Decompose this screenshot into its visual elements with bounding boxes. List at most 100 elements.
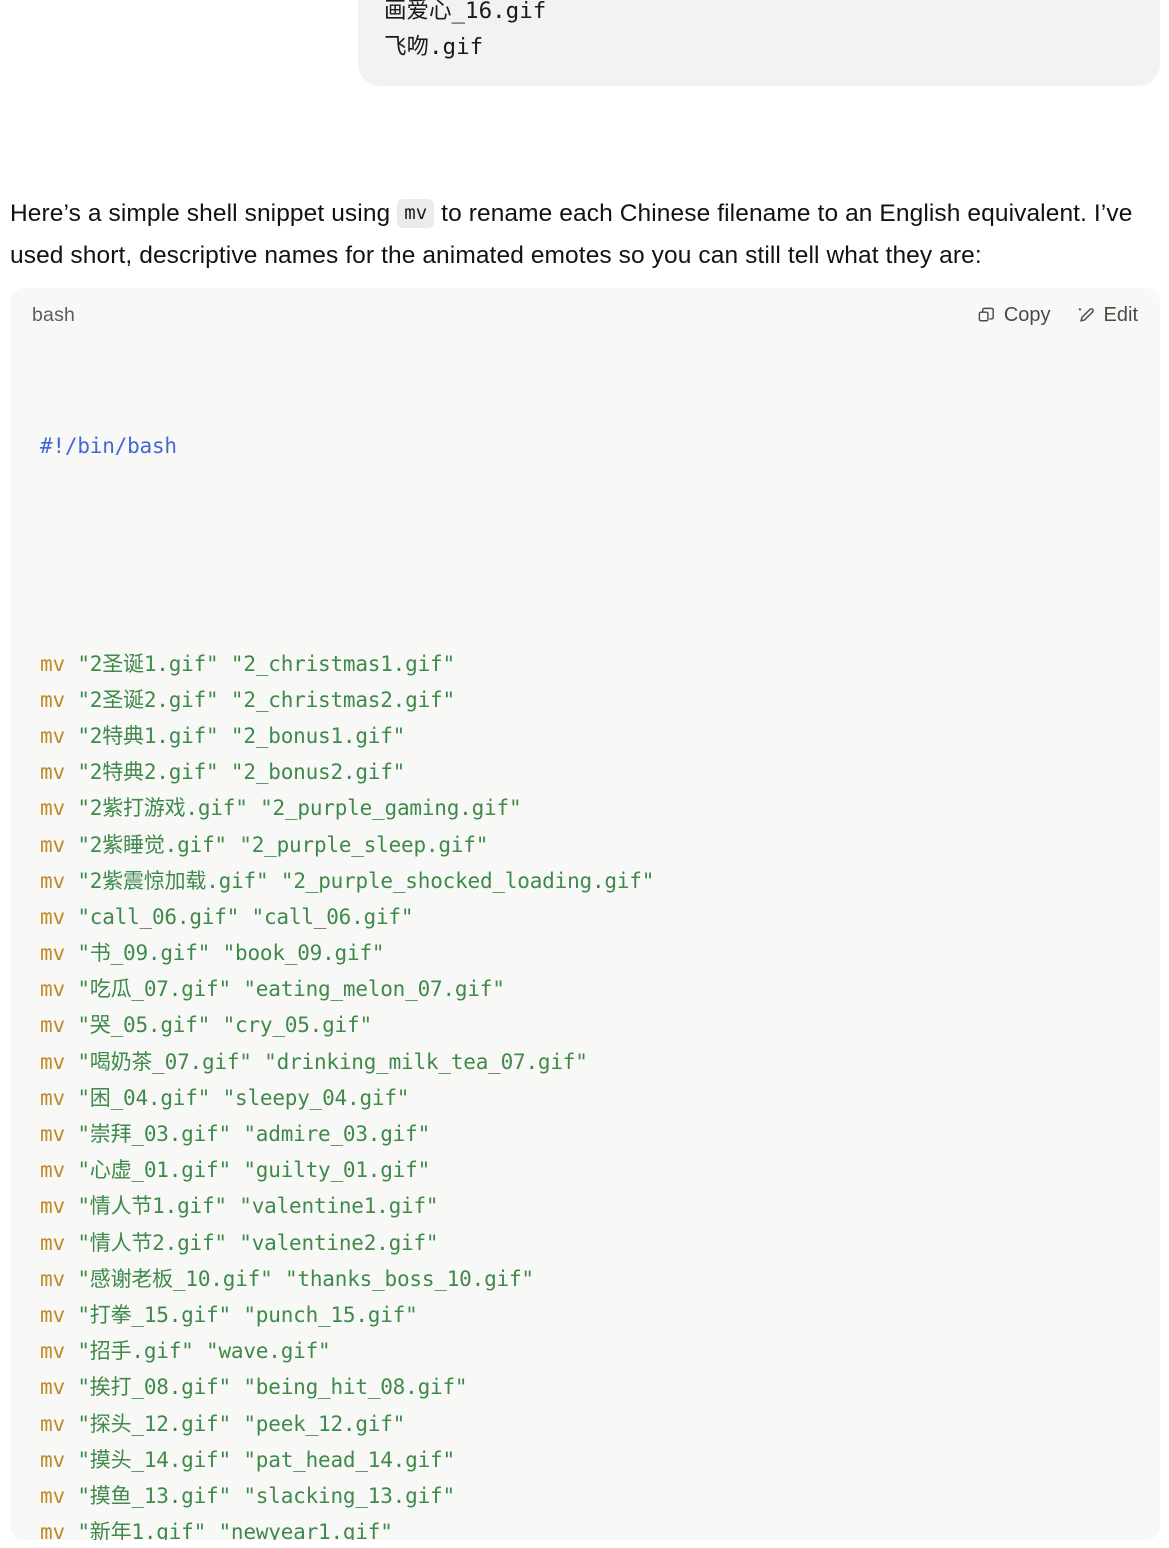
source-filename-token: "2特典1.gif" — [64, 723, 219, 748]
mv-command-token: mv — [40, 1013, 65, 1038]
code-line-mv: mv "挨打_08.gif" "being_hit_08.gif" — [40, 1369, 1160, 1405]
target-filename-token: "2_christmas2.gif" — [218, 687, 455, 712]
source-filename-token: "2紫震惊加载.gif" — [64, 868, 269, 893]
mv-command-token: mv — [40, 1375, 65, 1400]
target-filename-token: "drinking_milk_tea_07.gif" — [251, 1049, 588, 1074]
code-line-mv: mv "2紫打游戏.gif" "2_purple_gaming.gif" — [40, 790, 1160, 826]
mv-command-token: mv — [40, 651, 65, 676]
mv-command-token: mv — [40, 1520, 65, 1540]
code-line-mv: mv "吃瓜_07.gif" "eating_melon_07.gif" — [40, 971, 1160, 1007]
target-filename-token: "thanks_boss_10.gif" — [272, 1266, 534, 1291]
source-filename-token: "崇拜_03.gif" — [64, 1122, 231, 1147]
source-filename-token: "2紫睡觉.gif" — [64, 832, 227, 857]
code-content[interactable]: #!/bin/bash mv "2圣诞1.gif" "2_christmas1.… — [10, 342, 1160, 1540]
source-filename-token: "新年1.gif" — [64, 1520, 207, 1540]
code-line-mv: mv "喝奶茶_07.gif" "drinking_milk_tea_07.gi… — [40, 1044, 1160, 1080]
target-filename-token: "sleepy_04.gif" — [210, 1085, 410, 1110]
target-filename-token: "2_purple_gaming.gif" — [247, 796, 522, 821]
code-line-mv: mv "情人节2.gif" "valentine2.gif" — [40, 1225, 1160, 1261]
source-filename-token: "2紫打游戏.gif" — [64, 796, 248, 821]
code-line-mv: mv "2圣诞1.gif" "2_christmas1.gif" — [40, 646, 1160, 682]
code-line-mv: mv "2特典2.gif" "2_bonus2.gif" — [40, 754, 1160, 790]
target-filename-token: "valentine2.gif" — [226, 1230, 439, 1255]
code-block: bash Copy Edit — [10, 288, 1160, 1540]
target-filename-token: "2_bonus2.gif" — [218, 760, 406, 785]
edit-button[interactable]: Edit — [1077, 304, 1138, 327]
mv-command-token: mv — [40, 1447, 65, 1472]
target-filename-token: "punch_15.gif" — [230, 1302, 418, 1327]
target-filename-token: "valentine1.gif" — [226, 1194, 439, 1219]
target-filename-token: "peek_12.gif" — [230, 1411, 406, 1436]
copy-icon — [977, 306, 996, 325]
code-line-mv: mv "感谢老板_10.gif" "thanks_boss_10.gif" — [40, 1261, 1160, 1297]
source-filename-token: "情人节1.gif" — [64, 1194, 227, 1219]
target-filename-token: "newyear1.gif" — [206, 1520, 393, 1540]
source-filename-token: "困_04.gif" — [64, 1085, 211, 1110]
paragraph-text-after-code: to rename each Chinese filename to an En… — [10, 200, 1133, 269]
code-block-header: bash Copy Edit — [10, 288, 1160, 342]
mv-command-token: mv — [40, 1085, 65, 1110]
mv-command-token: mv — [40, 1266, 65, 1291]
paragraph-text-before-code: Here’s a simple shell snippet using — [10, 200, 398, 227]
mv-command-token: mv — [40, 1194, 65, 1219]
target-filename-token: "2_purple_sleep.gif" — [226, 832, 489, 857]
inline-code-mv: mv — [397, 199, 435, 228]
target-filename-token: "slacking_13.gif" — [230, 1483, 455, 1508]
code-line-list: mv "2圣诞1.gif" "2_christmas1.gif"mv "2圣诞2… — [40, 646, 1160, 1540]
target-filename-token: "being_hit_08.gif" — [230, 1375, 468, 1400]
source-filename-token: "call_06.gif" — [64, 904, 240, 929]
mv-command-token: mv — [40, 687, 65, 712]
code-line-mv: mv "新年1.gif" "newyear1.gif" — [40, 1514, 1160, 1540]
code-line-mv: mv "2特典1.gif" "2_bonus1.gif" — [40, 718, 1160, 754]
source-filename-token: "挨打_08.gif" — [64, 1375, 231, 1400]
code-line-blank — [40, 537, 1160, 573]
code-line-mv: mv "困_04.gif" "sleepy_04.gif" — [40, 1080, 1160, 1116]
code-line-mv: mv "书_09.gif" "book_09.gif" — [40, 935, 1160, 971]
mv-command-token: mv — [40, 832, 65, 857]
mv-command-token: mv — [40, 941, 65, 966]
pencil-sparkle-icon — [1077, 306, 1096, 325]
target-filename-token: "admire_03.gif" — [230, 1122, 431, 1147]
mv-command-token: mv — [40, 760, 65, 785]
code-line-mv: mv "摸头_14.gif" "pat_head_14.gif" — [40, 1442, 1160, 1478]
source-filename-token: "心虚_01.gif" — [64, 1158, 231, 1183]
mv-command-token: mv — [40, 796, 65, 821]
target-filename-token: "call_06.gif" — [239, 904, 414, 929]
code-line-mv: mv "摸鱼_13.gif" "slacking_13.gif" — [40, 1478, 1160, 1514]
shebang-text: #!/bin/bash — [40, 434, 177, 459]
source-filename-token: "吃瓜_07.gif" — [64, 977, 231, 1002]
source-filename-token: "哭_05.gif" — [64, 1013, 211, 1038]
mv-command-token: mv — [40, 1302, 65, 1327]
source-filename-token: "2圣诞1.gif" — [64, 651, 219, 676]
file-name: 飞吻.gif — [384, 34, 484, 60]
target-filename-token: "cry_05.gif" — [210, 1013, 373, 1038]
source-filename-token: "探头_12.gif" — [64, 1411, 231, 1436]
mv-command-token: mv — [40, 1158, 65, 1183]
copy-button[interactable]: Copy — [977, 304, 1051, 327]
source-filename-token: "书_09.gif" — [64, 941, 211, 966]
code-line-mv: mv "打拳_15.gif" "punch_15.gif" — [40, 1297, 1160, 1333]
source-filename-token: "2圣诞2.gif" — [64, 687, 219, 712]
source-filename-token: "感谢老板_10.gif" — [64, 1266, 273, 1291]
mv-command-token: mv — [40, 1230, 65, 1255]
mv-command-token: mv — [40, 904, 65, 929]
mv-command-token: mv — [40, 1483, 65, 1508]
code-line-mv: mv "心虚_01.gif" "guilty_01.gif" — [40, 1152, 1160, 1188]
source-filename-token: "情人节2.gif" — [64, 1230, 227, 1255]
code-line-mv: mv "2圣诞2.gif" "2_christmas2.gif" — [40, 682, 1160, 718]
code-line-shebang: #!/bin/bash — [40, 428, 1160, 464]
edit-label: Edit — [1103, 303, 1138, 326]
target-filename-token: "2_christmas1.gif" — [218, 651, 455, 676]
source-filename-token: "打拳_15.gif" — [64, 1302, 231, 1327]
code-language-label: bash — [32, 303, 76, 326]
target-filename-token: "2_bonus1.gif" — [218, 723, 406, 748]
code-line-mv: mv "探头_12.gif" "peek_12.gif" — [40, 1406, 1160, 1442]
user-message-bubble: 生气_02.gif 画爱心_16.gif 飞吻.gif — [358, 0, 1160, 86]
code-line-mv: mv "2紫睡觉.gif" "2_purple_sleep.gif" — [40, 827, 1160, 863]
target-filename-token: "guilty_01.gif" — [230, 1158, 431, 1183]
mv-command-token: mv — [40, 723, 65, 748]
source-filename-token: "招手.gif" — [64, 1339, 194, 1364]
target-filename-token: "eating_melon_07.gif" — [230, 977, 505, 1002]
mv-command-token: mv — [40, 1049, 65, 1074]
code-block-actions: Copy Edit — [977, 304, 1138, 327]
